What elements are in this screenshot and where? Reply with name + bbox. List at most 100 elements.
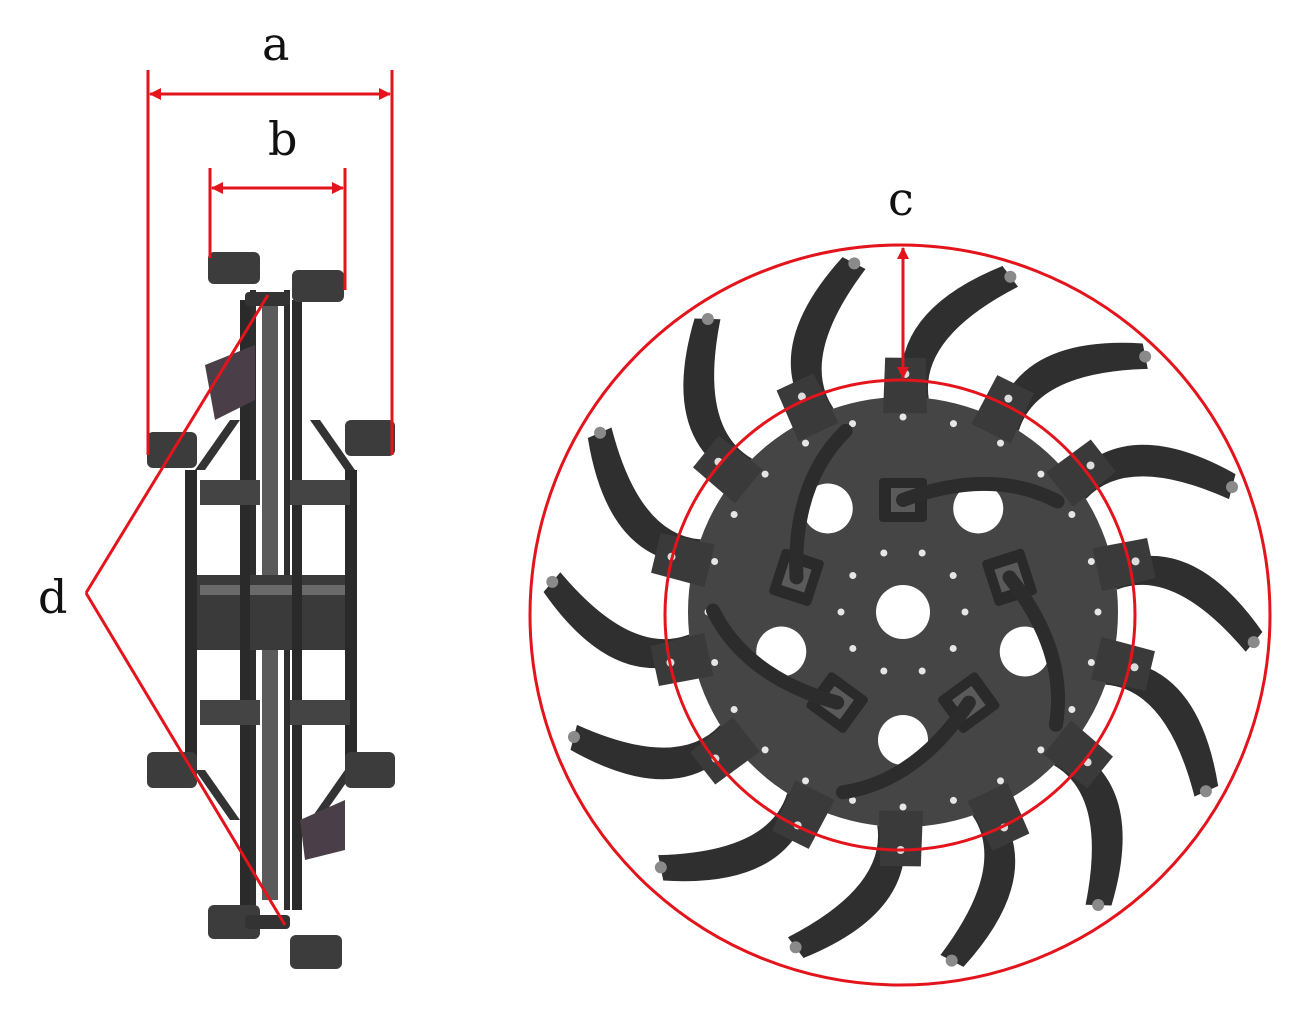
strut-1 [195,420,240,470]
blade-tip-3 [1226,480,1239,493]
mount-bolt-14 [797,392,806,401]
holder-1 [240,300,250,910]
rim-hole-10 [761,746,769,754]
blade-6 [1053,746,1123,906]
inner-blade-1 [896,476,1065,509]
bearing-highlight [200,585,345,595]
blade-13 [683,318,753,478]
rim-hole-14 [711,558,719,566]
large-hole-1 [953,483,1004,534]
inner-blade-3 [835,695,976,800]
blade-tip-14 [848,257,861,270]
holder-3 [185,470,197,770]
strut-2 [310,420,355,470]
blade-tip-6 [1092,898,1105,911]
blade-mount-6 [1043,720,1113,789]
strut-3 [195,770,240,820]
label-b: b [268,112,297,166]
bottom-hub [245,915,290,929]
blade-12 [587,427,701,565]
rim-hole-12 [711,658,719,666]
rim-hole-8 [849,796,857,804]
blade-mount-5 [1091,636,1155,691]
inner-bolt-7 [849,572,857,580]
blade-tip-10 [567,731,580,744]
rim-hole-15 [730,511,738,518]
rim-hole-3 [1068,706,1076,713]
inner-bolt-3 [918,667,926,675]
blade-tip-9 [654,861,667,874]
large-hole-2 [999,626,1050,677]
blade-foot-top-right [292,270,344,302]
mount-bolt-5 [1130,663,1139,672]
inner-bolt-9 [918,549,926,557]
inner-bolt-6 [837,608,845,616]
blade-4 [1112,555,1263,652]
rim-hole-1 [1094,608,1102,616]
leader-d-top [84,294,270,594]
holder-2 [292,300,302,910]
blade-mount-8 [879,810,923,867]
rim-hole-5 [997,777,1004,785]
large-hole-5 [802,483,853,534]
bracket-3 [200,700,260,725]
blade-edge-2 [300,800,345,860]
bracket-2 [290,480,350,505]
mount-bolt-2 [1004,394,1013,403]
rim-hole-11 [730,706,738,713]
rim-hole-22 [1037,470,1045,478]
rim-hole-2 [1087,658,1095,666]
rim-hole-23 [1068,511,1076,518]
rim-hole-19 [899,413,907,421]
blade-foot-low-left [147,752,197,788]
inner-blade-5 [789,423,853,585]
rim-hole-4 [1037,746,1045,754]
blade-edge-1 [205,345,255,420]
blade-tip-7 [945,954,958,967]
rim-hole-21 [997,439,1004,447]
label-a: a [262,17,289,71]
inner-blade-4 [706,603,845,710]
blade-foot-bottom-left [208,905,260,939]
blade-1 [901,266,1019,399]
mount-bolt-3 [1086,461,1095,470]
bracket-4 [290,700,350,725]
blade-2 [996,342,1148,431]
rim-hole-16 [761,470,769,478]
blade-mount-10 [690,717,760,785]
strut-4 [310,770,355,820]
blade-mount-4 [1092,538,1156,592]
blade-foot-bottom-right [290,935,342,969]
blade-mount-3 [1046,439,1116,507]
blade-mount-12 [651,533,715,588]
blade-mount-9 [772,780,835,849]
annotation-d: d [38,294,287,926]
dimension-c: c [528,172,1272,987]
inner-blade-2 [1002,570,1066,732]
blade-mount-7 [967,782,1030,851]
blade-tip-2 [1139,350,1152,363]
large-hole-4 [756,626,807,677]
rim-hole-18 [849,420,857,428]
inner-bolt-5 [849,644,857,652]
blade-3 [1071,444,1236,500]
top-hub [245,292,290,306]
rim-hole-24 [1087,558,1095,566]
inner-bolt-2 [949,644,957,652]
blade-foot-low-right [345,752,395,788]
front-view-rotor [543,257,1263,967]
inner-bolt-8 [880,549,888,557]
inner-circle [663,378,1137,852]
inner-bolt-1 [961,608,969,616]
bracket-1 [200,480,260,505]
blade-mount-13 [693,435,763,504]
inner-bolt-10 [949,572,957,580]
dimension-a: a [146,17,394,455]
blade-8 [787,825,905,958]
blade-tip-8 [789,941,802,954]
side-view-assembly [147,252,395,969]
rim-hole-20 [949,420,957,428]
blade-tip-4 [1247,636,1260,649]
blade-mount-14 [776,373,839,442]
